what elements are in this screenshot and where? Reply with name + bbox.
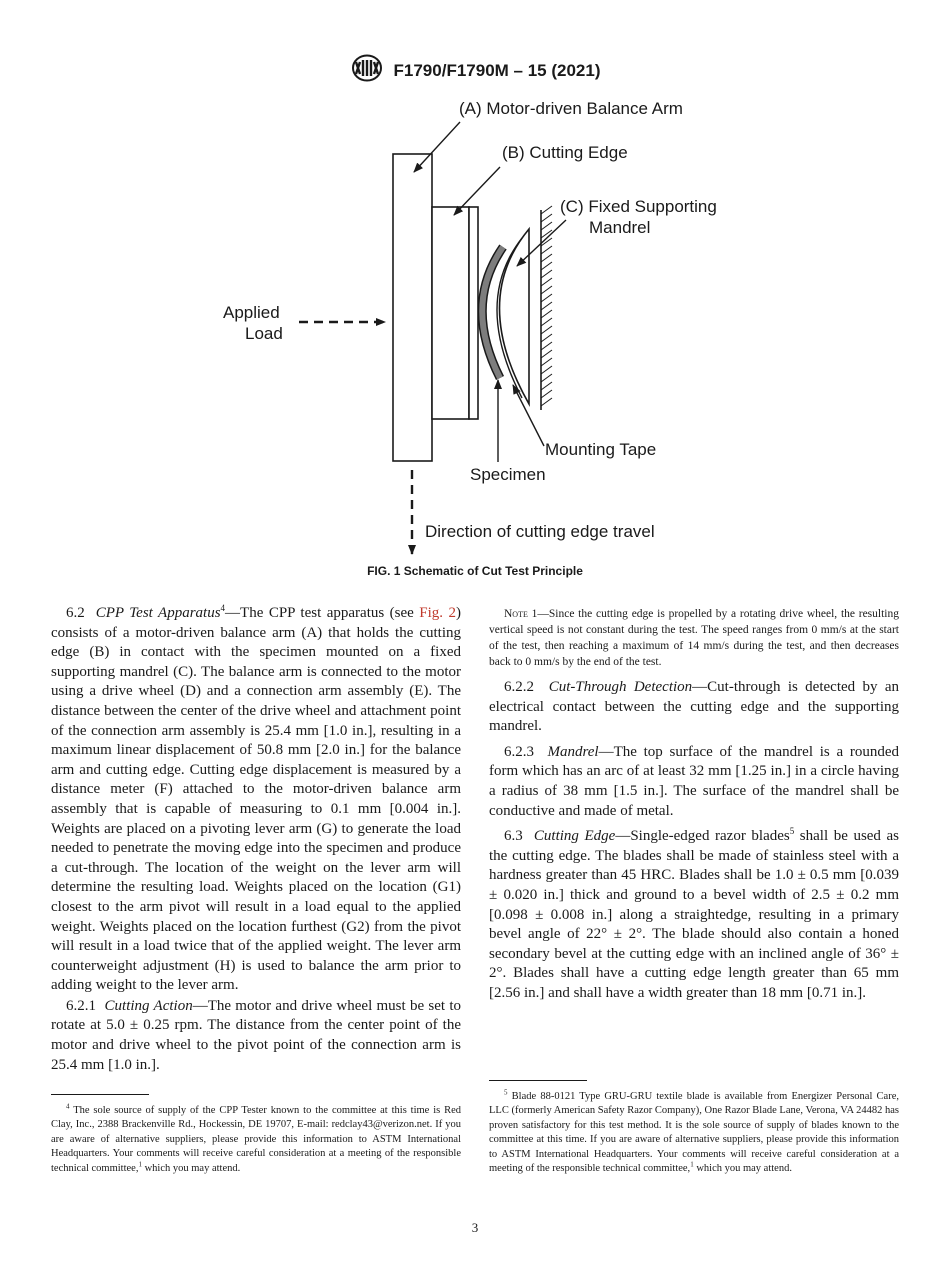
cut-test-schematic: (A) Motor-driven Balance Arm (B) Cutting… [223, 99, 717, 555]
cutting-edge [468, 206, 479, 420]
footnote-rule-right [489, 1080, 587, 1081]
page-number: 3 [471, 1220, 479, 1235]
label-direction: Direction of cutting edge travel [425, 522, 655, 541]
astm-logo-icon [350, 54, 384, 87]
section-6-2-2: 6.2.2 Cut-Through Detection—Cut-through … [489, 679, 899, 735]
figure-caption: FIG. 1 Schematic of Cut Test Principle [367, 564, 583, 578]
note-1: Note 1—Since the cutting edge is propell… [489, 608, 899, 668]
balance-arm [392, 153, 433, 462]
mandrel-hatching [540, 205, 553, 407]
standard-designation: F1790/F1790M – 15 (2021) [393, 60, 601, 80]
label-cutting-edge: (B) Cutting Edge [502, 143, 628, 162]
label-applied: Applied [223, 303, 280, 322]
label-specimen: Specimen [470, 465, 546, 484]
left-column: 6.2 CPP Test Apparatus4—The CPP test app… [51, 604, 461, 1075]
fig-2-link[interactable]: Fig. 2 [419, 605, 457, 621]
blade-holder [431, 206, 470, 420]
section-6-2-1: 6.2.1 Cutting Action—The motor and drive… [51, 997, 461, 1073]
section-6-3: 6.3 Cutting Edge—Single-edged razor blad… [489, 826, 900, 1001]
label-mounting-tape: Mounting Tape [545, 440, 656, 459]
label-mandrel: Mandrel [589, 218, 650, 237]
footnote-5: 5 Blade 88-0121 Type GRU-GRU textile bla… [489, 1088, 900, 1175]
label-load: Load [245, 324, 283, 343]
label-fixed-supporting: (C) Fixed Supporting [560, 197, 717, 216]
mandrel-body [498, 226, 530, 408]
footnote-rule-left [51, 1094, 149, 1095]
mounting-tape [496, 237, 523, 399]
section-6-2-3: 6.2.3 Mandrel—The top surface of the man… [489, 743, 899, 819]
footnote-4: 4 The sole source of supply of the CPP T… [51, 1102, 462, 1174]
label-motor-driven-balance-arm: (A) Motor-driven Balance Arm [459, 99, 683, 118]
page-header: F1790/F1790M – 15 (2021) [0, 54, 950, 87]
right-column: Note 1—Since the cutting edge is propell… [489, 606, 899, 1004]
section-6-2: 6.2 CPP Test Apparatus4—The CPP test app… [51, 603, 462, 994]
